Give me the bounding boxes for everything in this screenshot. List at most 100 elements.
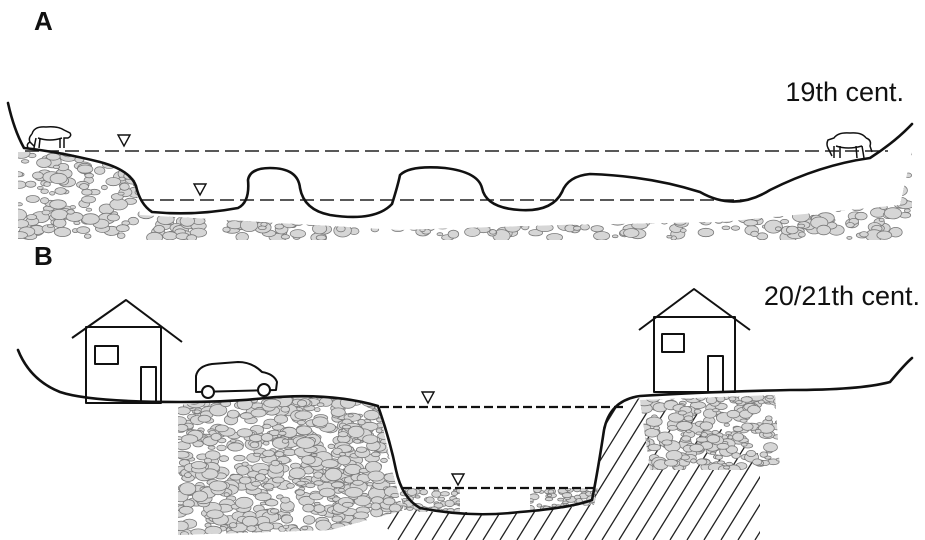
gravel-pebble [170, 392, 187, 400]
gravel-pebble [469, 203, 476, 207]
gravel-pebble [50, 192, 55, 196]
gravel-pebble [885, 190, 898, 199]
gravel-pebble [411, 208, 426, 215]
gravel-pebble [275, 452, 284, 457]
gravel-pebble [292, 207, 306, 216]
gravel-pebble [736, 401, 743, 404]
gravel-pebble [879, 218, 884, 221]
gravel-pebble [354, 512, 369, 519]
gravel-pebble [255, 474, 265, 481]
gravel-pebble [742, 423, 753, 430]
gravel-pebble [258, 226, 266, 230]
gravel-pebble [371, 503, 381, 510]
gravel-pebble [691, 459, 697, 463]
gravel-pebble [745, 174, 762, 185]
gravel-pebble [668, 426, 678, 431]
gravel-pebble [487, 174, 501, 184]
cow-icon [27, 127, 70, 148]
gravel-pebble [771, 197, 782, 205]
gravel-pebble [84, 234, 91, 238]
gravel-pebble [850, 173, 867, 183]
gravel-pebble [40, 198, 48, 204]
gravel-pebble [731, 203, 742, 210]
gravel-pebble [768, 161, 780, 168]
gravel-pebble [478, 210, 487, 215]
gravel-pebble [394, 459, 406, 465]
gravel-pebble [380, 189, 388, 195]
gravel-pebble [751, 231, 759, 236]
gravel-pebble [830, 189, 844, 198]
gravel-pebble [365, 392, 371, 396]
gravel-pebble [247, 210, 264, 223]
gravel-pebble [378, 190, 396, 198]
gravel-pebble [249, 391, 256, 395]
gravel-pebble [402, 498, 407, 501]
gravel-pebble [799, 232, 806, 237]
gravel-pebble [859, 175, 877, 187]
gravel-pebble [390, 416, 408, 426]
gravel-pebble [187, 235, 197, 241]
gravel-pebble [547, 234, 563, 242]
gravel-pebble [686, 430, 691, 433]
gravel-pebble [507, 177, 517, 182]
gravel-pebble [217, 189, 222, 193]
gravel-pebble [618, 185, 634, 194]
gravel-pebble [775, 405, 783, 409]
gravel-pebble [302, 456, 316, 465]
gravel-pebble [77, 227, 90, 234]
gravel-pebble [208, 152, 213, 155]
gravel-pebble [627, 158, 644, 168]
gravel-pebble [179, 506, 193, 514]
gravel-pebble [364, 184, 381, 194]
gravel-pebble [47, 153, 61, 160]
gravel-pebble [264, 185, 278, 193]
gravel-pebble [744, 220, 758, 226]
gravel-pebble [395, 151, 406, 158]
gravel-pebble [608, 204, 625, 216]
gravel-pebble [810, 153, 826, 162]
gravel-pebble [348, 167, 354, 171]
gravel-pebble [796, 166, 805, 172]
gravel-pebble [743, 167, 758, 176]
gravel-pebble [180, 188, 191, 196]
gravel-pebble [219, 456, 228, 462]
gravel-pebble [513, 216, 528, 227]
gravel-pebble [423, 169, 441, 181]
gravel-pebble [663, 189, 680, 200]
gravel-pebble [361, 163, 378, 172]
gravel-pebble [206, 158, 223, 170]
gravel-pebble [678, 204, 689, 210]
gravel-pebble [389, 423, 398, 429]
gravel-pebble [826, 183, 833, 187]
gravel-pebble [285, 200, 300, 210]
gravel-pebble [231, 152, 245, 159]
gravel-pebble [55, 188, 66, 195]
gravel-pebble [398, 520, 403, 524]
gravel-pebble [632, 222, 648, 229]
gravel-pebble [319, 488, 335, 497]
gravel-pebble [321, 165, 331, 171]
gravel-pebble [324, 183, 334, 188]
gravel-pebble [312, 417, 328, 427]
gravel-pebble [366, 153, 372, 157]
gravel-pebble [552, 504, 556, 506]
gravel-pebble [217, 445, 226, 451]
hatch-line [738, 330, 868, 540]
gravel-pebble [758, 400, 764, 404]
gravel-pebble [297, 158, 309, 165]
gravel-pebble [283, 184, 299, 196]
gravel-pebble [434, 220, 445, 227]
gravel-pebble [297, 420, 305, 424]
hatch-line [772, 330, 902, 540]
gravel-pebble [154, 225, 165, 232]
gravel-pebble [709, 164, 719, 172]
gravel-pebble [624, 216, 633, 220]
gravel-pebble [835, 207, 842, 211]
gravel-pebble [618, 189, 627, 193]
gravel-pebble [834, 173, 843, 178]
gravel-pebble [566, 160, 573, 163]
gravel-pebble [561, 173, 567, 176]
gravel-pebble [50, 200, 67, 209]
gravel-pebble [394, 164, 407, 170]
